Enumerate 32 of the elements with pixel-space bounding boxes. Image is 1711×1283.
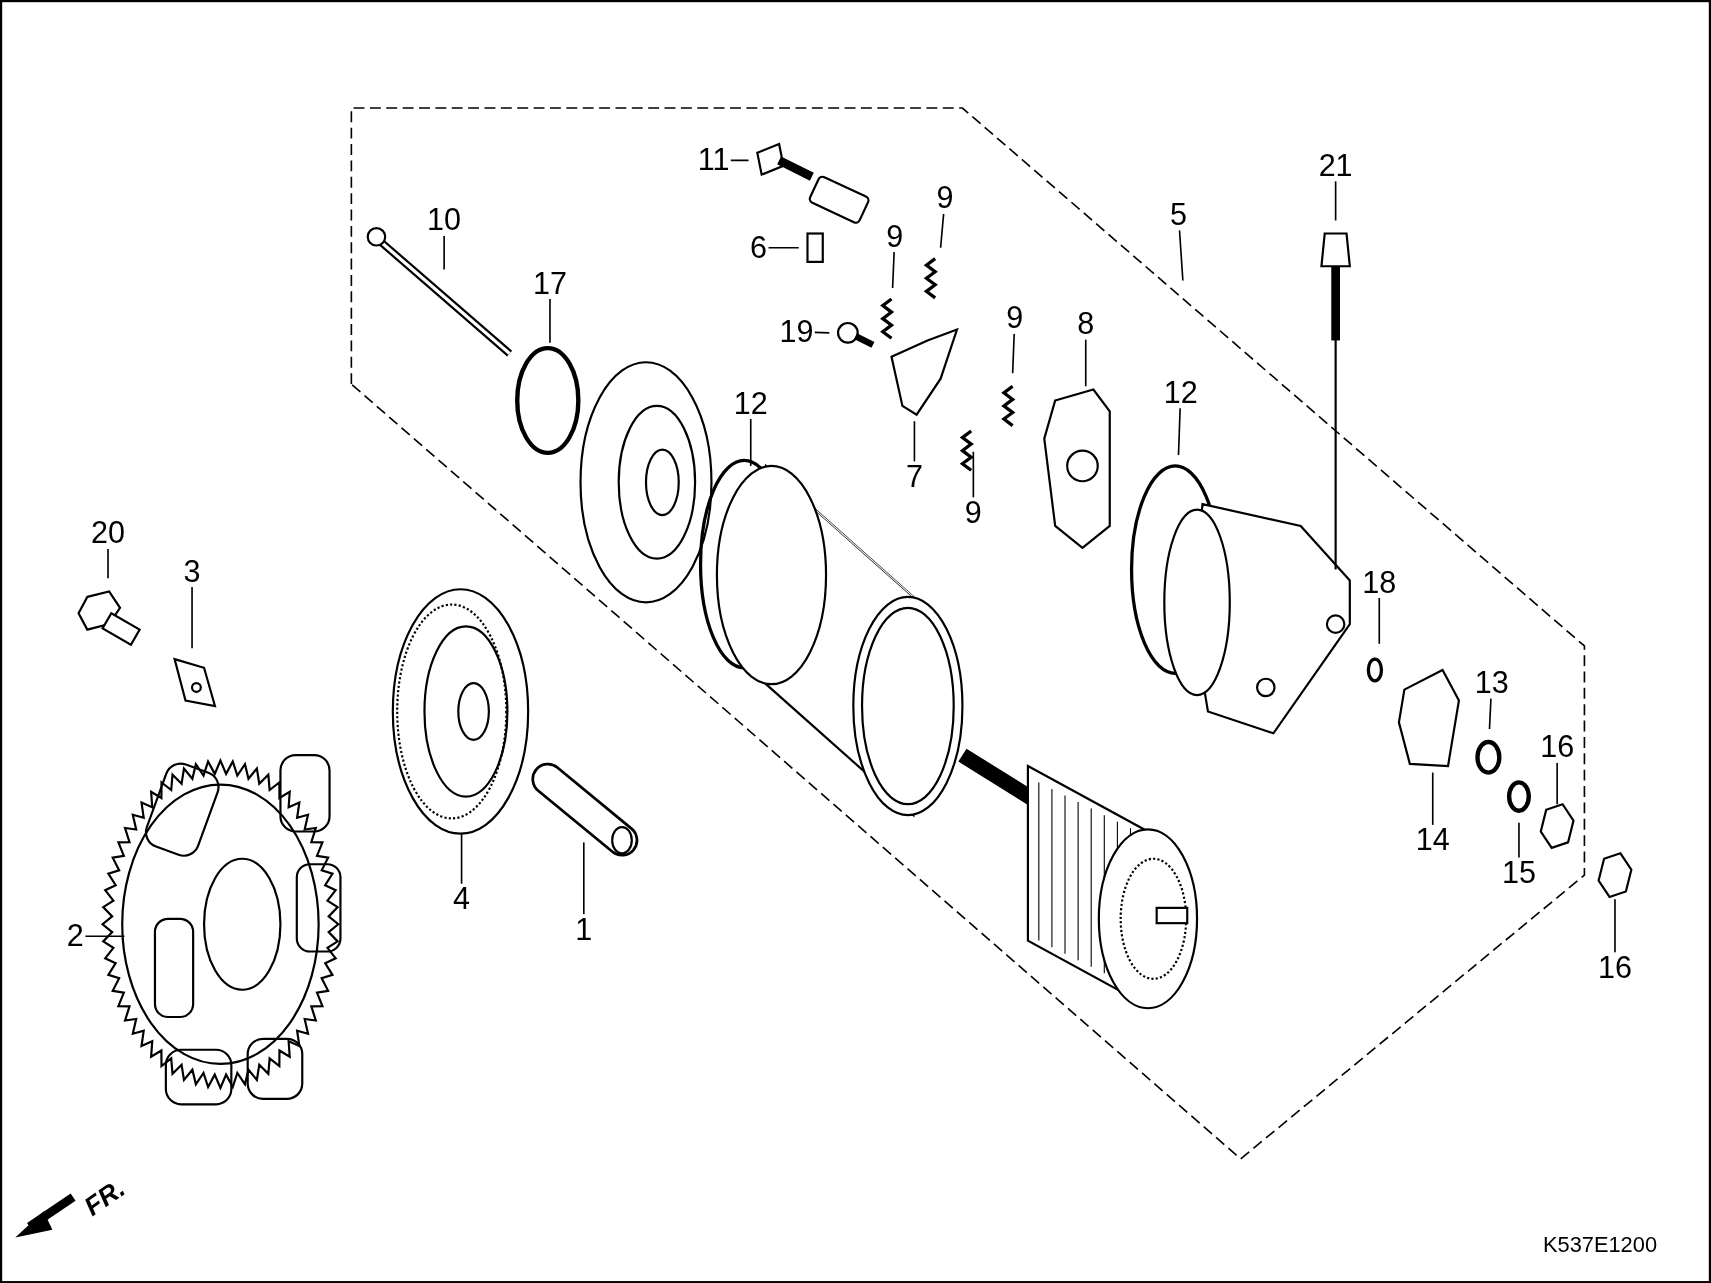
leader-line <box>582 841 585 916</box>
leader-line <box>972 450 975 499</box>
leader-line <box>1614 898 1616 954</box>
leader-line <box>191 586 193 649</box>
callout-number: 20 <box>89 518 127 549</box>
callout-number: 9 <box>935 183 955 214</box>
direction-label: FR. <box>78 1172 131 1223</box>
leader-line <box>767 246 800 249</box>
leader-line <box>107 548 109 580</box>
leader-line <box>443 234 445 271</box>
leader-line <box>1378 597 1381 645</box>
leader-line <box>1084 338 1087 388</box>
leader-line <box>1177 407 1181 456</box>
leader-line <box>939 213 945 249</box>
leader-line <box>1334 180 1337 222</box>
leader-line <box>729 159 750 162</box>
leader-line <box>1518 821 1520 859</box>
leader-line <box>549 298 551 344</box>
leader-line <box>1431 771 1434 826</box>
leader-line <box>1178 229 1184 282</box>
leader-line <box>749 418 752 467</box>
leader-line <box>891 251 895 289</box>
leader-line <box>460 832 463 885</box>
leader-line <box>913 420 916 463</box>
leader-line <box>1556 761 1558 806</box>
leader-line <box>84 935 126 938</box>
drawing-code: K537E1200 <box>1542 1231 1658 1258</box>
callout-number: 10 <box>426 205 463 236</box>
callout-number: 9 <box>1005 303 1025 334</box>
callout-number: 16 <box>1539 732 1576 763</box>
leader-line <box>1488 697 1492 730</box>
leader-line <box>1011 333 1016 374</box>
